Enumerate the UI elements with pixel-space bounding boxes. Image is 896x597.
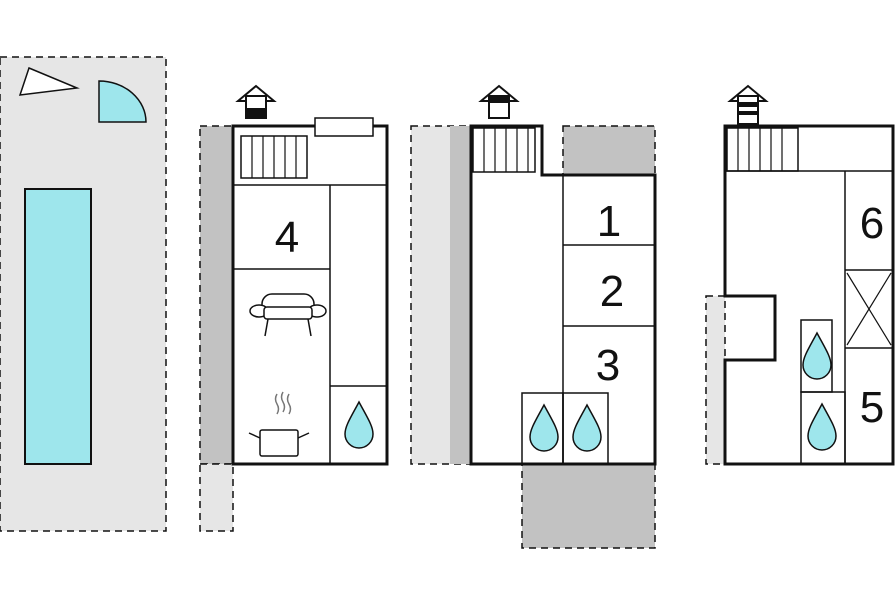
house-floor-indicator-icon	[478, 84, 520, 119]
sunlounger-icon	[18, 66, 80, 96]
stairs-icon	[240, 135, 308, 179]
room-number-5: 5	[860, 383, 884, 432]
stairs-icon	[472, 127, 536, 173]
cooking-pot-body	[248, 429, 310, 457]
room-number-2: 2	[600, 267, 624, 316]
void-cross-icon	[846, 272, 892, 346]
roof-bottom	[521, 463, 656, 549]
balcony-side	[705, 295, 726, 465]
water-drop-icon	[529, 403, 559, 452]
room-number-1: 1	[597, 197, 621, 246]
house-floor-indicator-icon	[235, 84, 277, 119]
room-number-4: 4	[275, 213, 299, 262]
sofa-icon	[249, 293, 327, 337]
pool-icon	[24, 188, 92, 465]
house-floor-indicator-icon	[727, 84, 769, 125]
floor-3-outline	[723, 124, 895, 466]
floor-2: 1 2 3	[410, 84, 657, 549]
water-drop-icon	[344, 400, 374, 449]
floor-1: 4	[199, 84, 389, 532]
terrace-bottom	[199, 463, 234, 532]
stairs-icon	[726, 127, 799, 172]
balcony-left-shade	[450, 126, 471, 464]
door-icon	[98, 80, 147, 123]
water-drop-icon	[807, 402, 837, 451]
roof-top-right	[562, 125, 656, 176]
water-drop-icon	[802, 331, 832, 380]
floor-3: 6 5	[705, 84, 895, 466]
cooking-pot-icon	[274, 391, 292, 415]
water-drop-icon	[572, 403, 602, 452]
room-number-6: 6	[860, 199, 884, 248]
terrace-left	[199, 125, 234, 465]
window	[314, 117, 374, 137]
room-number-3: 3	[596, 341, 620, 390]
